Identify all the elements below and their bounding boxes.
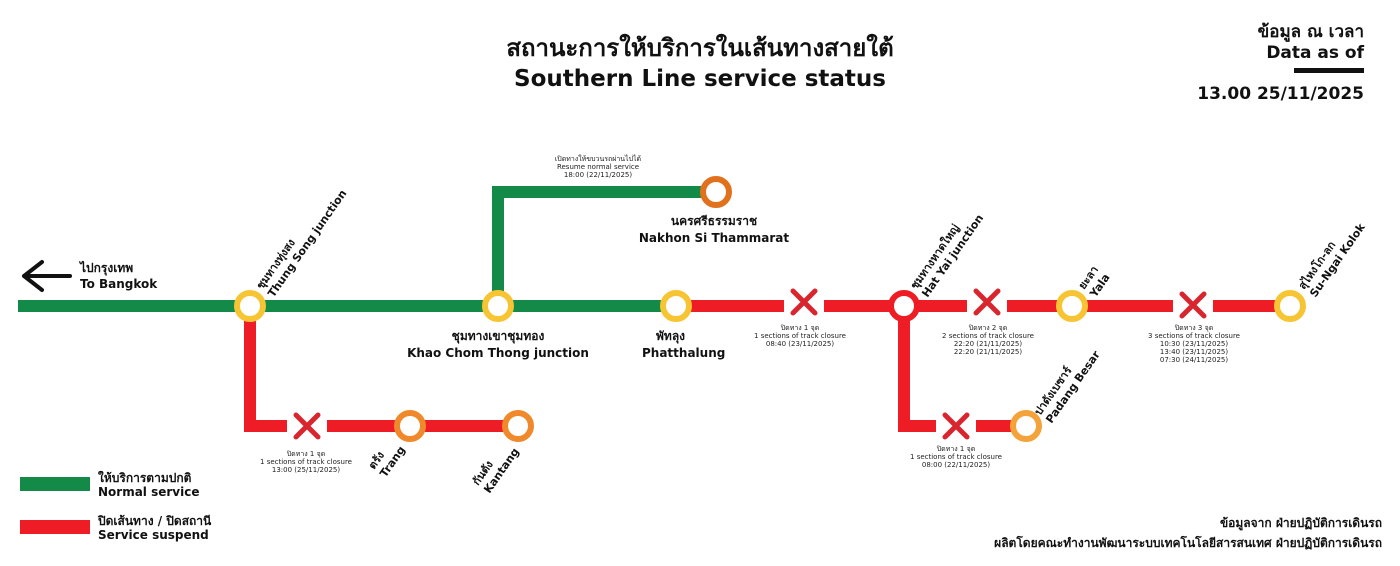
footer-credit: ผลิตโดยคณะทำงานพัฒนาระบบเทคโนโลยีสารสนเท… — [994, 536, 1382, 550]
normal-service-lines — [18, 186, 716, 312]
station-label-rotated: ชุมทางทุ่งสง Thung Song junction — [254, 187, 350, 299]
note-line: 10:30 (23/11/2025) — [1160, 340, 1228, 348]
note-line: 22:20 (21/11/2025) — [954, 348, 1022, 356]
note-line: 13:40 (23/11/2025) — [1160, 348, 1228, 356]
station-label-english: Khao Chom Thong junction — [407, 346, 589, 360]
station-yala — [1056, 290, 1088, 322]
station-padang-besar — [1010, 410, 1042, 442]
station-label-thai: ชุมทางเขาชุมทอง — [452, 329, 545, 344]
station-label-rotated: สุไหงโก-ลก Su-Ngai Kolok — [1295, 221, 1368, 300]
note-line: Resume normal service — [557, 163, 639, 171]
stations — [234, 176, 1306, 442]
svg-text:Thung Song junction: Thung Song junction — [265, 187, 349, 299]
page-title-english: Southern Line service status — [514, 66, 886, 92]
legend-label-suspend-english: Service suspend — [98, 528, 209, 542]
station-trang — [394, 410, 426, 442]
station-label-rotated: ปาดังเบซาร์ Padang Besar — [1032, 348, 1103, 426]
legend-label-normal-thai: ให้บริการตามปกติ — [98, 471, 192, 485]
note-line: ปิดทาง 1 จุด — [937, 445, 976, 453]
station-label-rotated: กันตัง Kantang — [470, 446, 522, 496]
note-line: ปิดทาง 1 จุด — [781, 324, 820, 332]
direction-label-thai: ไปกรุงเทพ — [78, 260, 133, 276]
note-line: 07:30 (24/11/2025) — [1160, 356, 1228, 364]
closure-marker — [967, 288, 1007, 316]
station-label-rotated: ตรัง Trang — [366, 444, 408, 480]
station-nakhon-si-thammarat — [700, 176, 732, 208]
closure-marker — [1173, 291, 1213, 319]
data-as-of-label-thai: ข้อมูล ณ เวลา — [1257, 22, 1364, 42]
station-label-thai: นครศรีธรรมราช — [671, 214, 757, 228]
kantang-branch-line — [244, 306, 518, 432]
closure-note: ปิดทาง 2 จุด2 sections of track closure2… — [942, 324, 1034, 356]
note-line: 1 sections of track closure — [754, 332, 846, 340]
data-as-of-time: 13.00 25/11/2025 — [1197, 84, 1364, 104]
note-line: ปิดทาง 2 จุด — [969, 324, 1008, 332]
station-phatthalung — [660, 290, 692, 322]
legend-swatch-normal — [20, 477, 90, 491]
note-line: 13:00 (25/11/2025) — [272, 466, 340, 474]
note-line: 2 sections of track closure — [942, 332, 1034, 340]
note-line: 18:00 (22/11/2025) — [564, 171, 632, 179]
footer-source: ข้อมูลจาก ฝ่ายปฏิบัติการเดินรถ — [1219, 516, 1382, 530]
station-khao-chum-thong — [482, 290, 514, 322]
station-kantang — [502, 410, 534, 442]
station-thung-song — [234, 290, 266, 322]
note-line: 08:40 (23/11/2025) — [766, 340, 834, 348]
note-line: เปิดทางให้ขบวนรถผ่านไปได้ — [555, 154, 641, 163]
station-label-rotated: ชุมทางหาดใหญ่ Hat Yai junction — [907, 212, 986, 300]
closure-note: ปิดทาง 1 จุด1 sections of track closure0… — [910, 445, 1002, 469]
station-su-ngai-kolok — [1274, 290, 1306, 322]
note-line: 22:20 (21/11/2025) — [954, 340, 1022, 348]
closure-note: ปิดทาง 1 จุด1 sections of track closure0… — [754, 324, 846, 348]
station-label-english: Phatthalung — [642, 346, 725, 360]
closure-marker — [936, 412, 976, 440]
note-line: 08:00 (22/11/2025) — [922, 461, 990, 469]
data-as-of-label-english: Data as of — [1266, 43, 1364, 63]
station-label-thai: พัทลุง — [656, 329, 685, 344]
suspended-lines — [244, 300, 1290, 432]
closure-note: ปิดทาง 1 จุด1 sections of track closure1… — [260, 450, 352, 474]
page-title-thai: สถานะการให้บริการในเส้นทางสายใต้ — [506, 34, 894, 62]
note-line: 3 sections of track closure — [1148, 332, 1240, 340]
nakhon-branch-line — [492, 186, 716, 306]
note-line: ปิดทาง 3 จุด — [1175, 324, 1214, 332]
closure-marker — [784, 288, 824, 316]
note-line: 1 sections of track closure — [910, 453, 1002, 461]
station-hat-yai — [888, 290, 920, 322]
note-line: ปิดทาง 1 จุด — [287, 450, 326, 458]
service-note-resume: เปิดทางให้ขบวนรถผ่านไปได้Resume normal s… — [555, 154, 641, 179]
padang-branch-line — [898, 306, 1026, 432]
station-label-english: Nakhon Si Thammarat — [639, 231, 790, 245]
legend-swatch-suspend — [20, 520, 90, 534]
arrow-left-icon — [22, 260, 72, 292]
closure-marker — [287, 412, 327, 440]
legend-label-suspend-thai: ปิดเส้นทาง / ปิดสถานี — [98, 514, 212, 528]
note-line: 1 sections of track closure — [260, 458, 352, 466]
legend-label-normal-english: Normal service — [98, 485, 200, 499]
direction-label-english: To Bangkok — [80, 277, 158, 291]
divider — [1294, 68, 1364, 73]
closure-note: ปิดทาง 3 จุด3 sections of track closure1… — [1148, 324, 1240, 364]
